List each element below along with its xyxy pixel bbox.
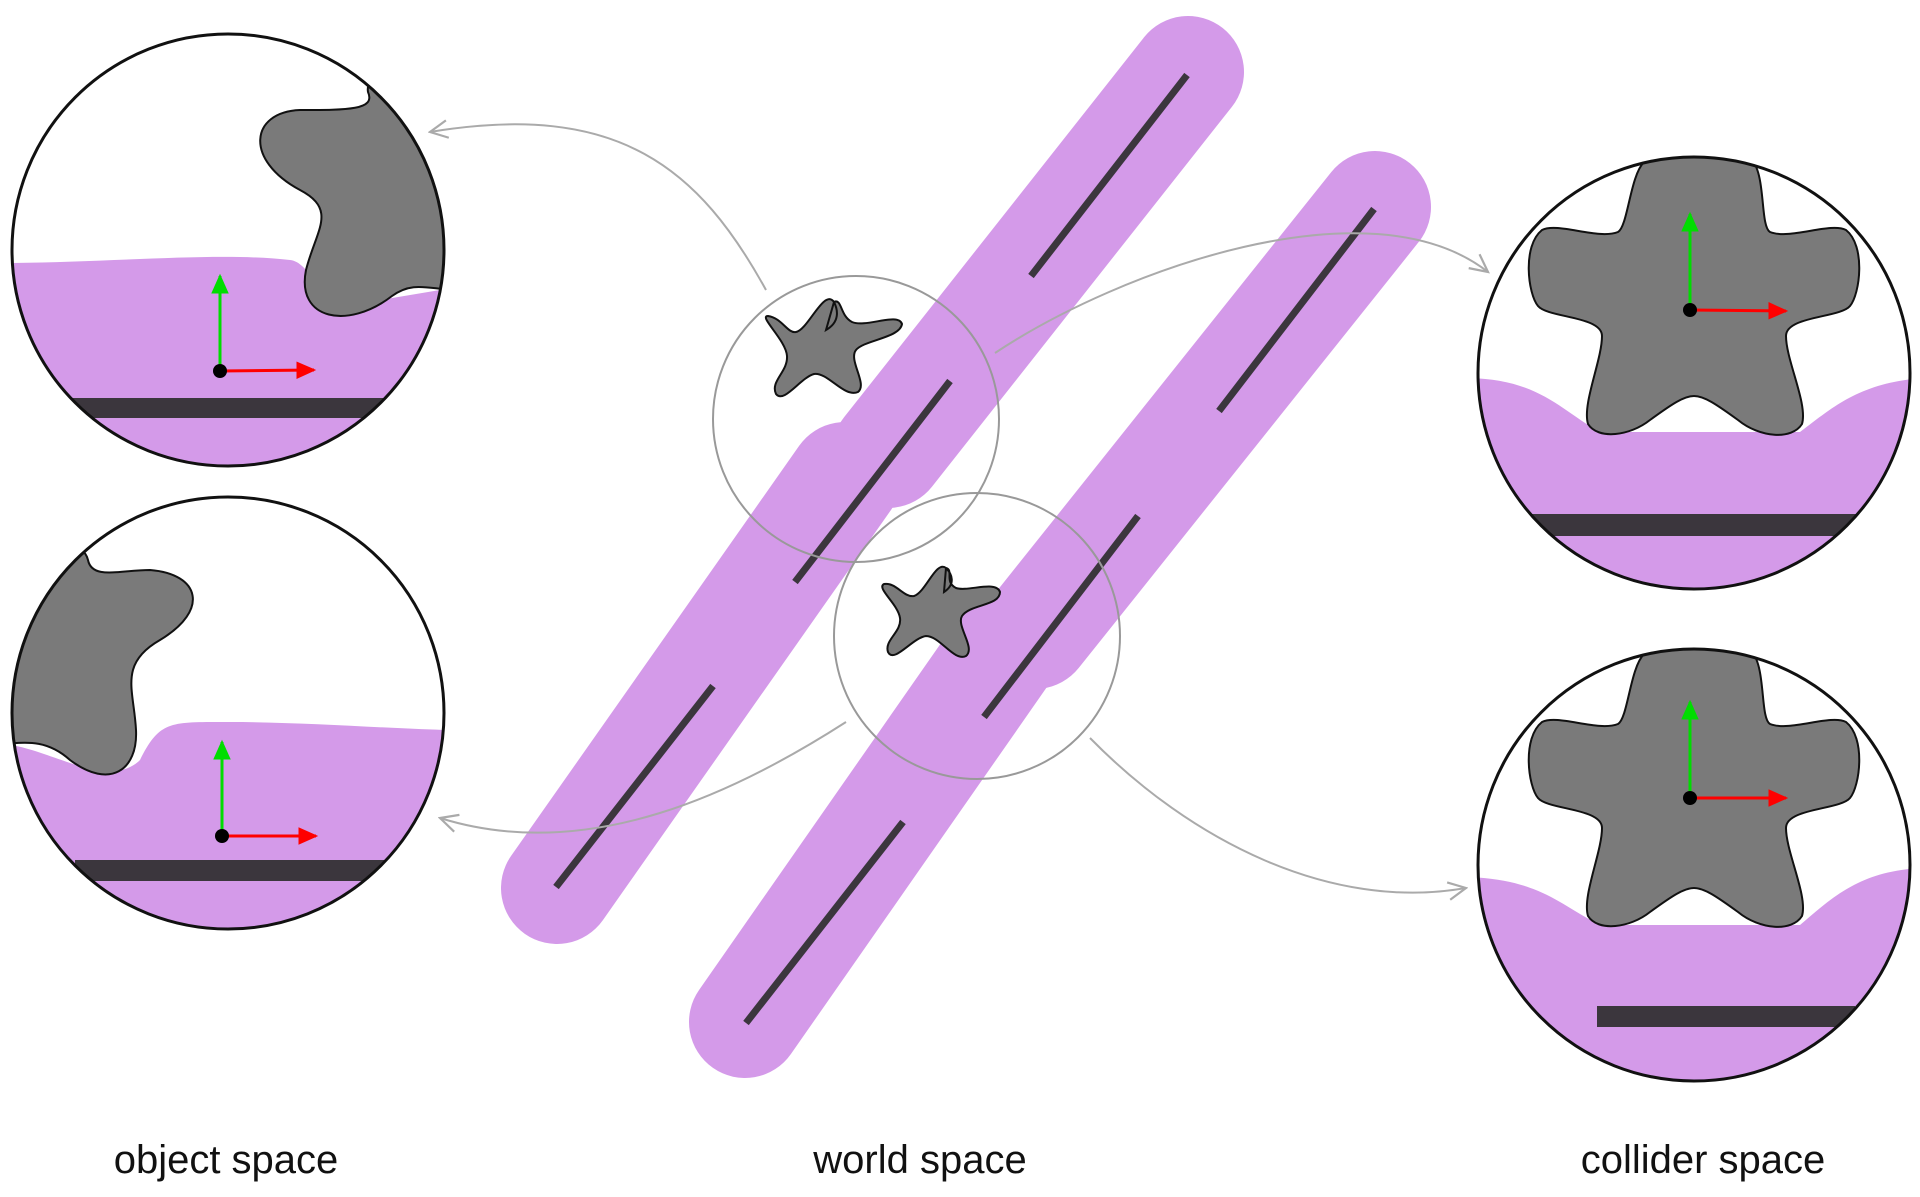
- inset-capsule-region: [1478, 868, 1910, 1081]
- inset-border: [1476, 647, 1912, 1083]
- world-segments: [553, 72, 1377, 1026]
- origin-dot: [213, 364, 227, 378]
- collider-space-inset-upper: [1476, 155, 1912, 591]
- star-shape: [1527, 649, 1861, 928]
- segment: [743, 819, 906, 1026]
- magnifier-circle-lower: [833, 492, 1121, 780]
- inset-segment: [75, 860, 385, 881]
- inset-border: [10, 32, 446, 468]
- inset-segment: [1597, 1006, 1855, 1027]
- mapping-arrows: [430, 124, 1488, 892]
- arrow-to-object-lower: [440, 721, 847, 834]
- x-axis-arrow: [1689, 302, 1789, 320]
- world-capsules: [501, 16, 1431, 1078]
- inset-border: [1476, 155, 1912, 591]
- star-shape-lower: [881, 565, 1002, 658]
- segment: [981, 513, 1141, 720]
- object-space-inset-lower: [10, 495, 446, 931]
- star-shape-upper: [764, 298, 904, 398]
- object-space-inset-upper: [10, 32, 446, 468]
- star-shape: [1527, 157, 1861, 436]
- object-space-label: object space: [113, 1138, 339, 1182]
- inset-border: [10, 495, 446, 931]
- inset-capsule-region: [1478, 378, 1910, 589]
- segment: [1216, 206, 1377, 414]
- world-space-label: world space: [813, 1138, 1027, 1182]
- segment: [1028, 72, 1190, 279]
- origin-dot: [1683, 791, 1697, 805]
- origin-dot: [215, 829, 229, 843]
- arrow-to-collider-lower: [1089, 737, 1466, 893]
- magnifier-circle-upper: [712, 275, 1000, 563]
- collider-space-label: collider space: [1580, 1138, 1826, 1182]
- collider-space-inset-lower: [1476, 647, 1912, 1083]
- arrow-to-collider-upper: [994, 232, 1488, 354]
- arrow-to-object-upper: [430, 124, 767, 291]
- origin-dot: [1683, 303, 1697, 317]
- segment: [792, 378, 953, 585]
- inset-segment: [1510, 514, 1856, 536]
- inset-segment: [60, 398, 390, 418]
- x-axis-arrow: [219, 361, 317, 379]
- capsule-lower-2: [689, 599, 1057, 1078]
- segment: [553, 683, 716, 890]
